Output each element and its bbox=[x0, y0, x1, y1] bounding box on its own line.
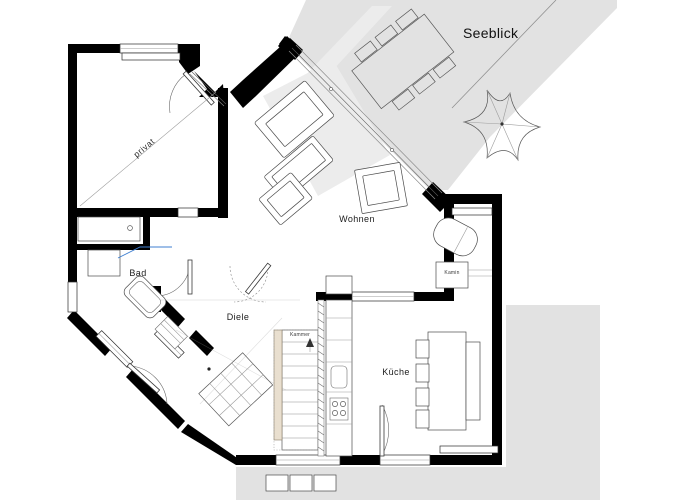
door-privat-bath bbox=[177, 207, 199, 218]
door-leaf-kitchen bbox=[379, 405, 385, 457]
room-label-bad: Bad bbox=[129, 268, 146, 278]
door-leaf-bath bbox=[187, 259, 193, 295]
terrace-right bbox=[506, 305, 600, 467]
bath-vanity bbox=[77, 216, 141, 242]
living-room-furniture: Kamin bbox=[254, 80, 492, 289]
wall-left-upper bbox=[68, 44, 77, 216]
outdoor-chair-1 bbox=[354, 40, 378, 63]
door-swing-lower-left bbox=[129, 365, 168, 405]
wall-kitchen-left bbox=[316, 292, 321, 300]
window-bath-left bbox=[67, 281, 78, 313]
wall-bottom-c bbox=[430, 455, 502, 465]
door-dash-diele-2 bbox=[233, 267, 269, 303]
bath-toilet-marker bbox=[127, 225, 133, 231]
wall-bottom-b bbox=[340, 455, 380, 465]
kitchen-chair-3 bbox=[415, 387, 430, 407]
room-label-wohnen: Wohnen bbox=[339, 214, 375, 224]
wall-diag-lower-left-2 bbox=[126, 369, 185, 429]
garden-parasol-icon bbox=[462, 89, 542, 162]
outdoor-table bbox=[351, 13, 455, 110]
kitchen-chair-1 bbox=[415, 339, 430, 359]
room-label-diele: Diele bbox=[227, 312, 250, 322]
openings bbox=[67, 43, 499, 466]
door-swing-bath bbox=[156, 261, 191, 297]
wall-corner-privat bbox=[179, 44, 200, 74]
kitchen-table bbox=[427, 331, 467, 431]
seeblick-leader-line bbox=[451, 0, 557, 109]
step-3 bbox=[313, 474, 337, 492]
wall-privat-bottom-2 bbox=[196, 208, 228, 217]
wall-diag-privat-living bbox=[194, 71, 224, 97]
wall-bath-interior-v bbox=[143, 216, 150, 250]
outdoor-chair-4 bbox=[391, 88, 416, 111]
coffee-table-top bbox=[362, 170, 400, 206]
step-1 bbox=[265, 474, 289, 492]
door-leaf-lower-left bbox=[126, 362, 161, 394]
armchair-living-seat bbox=[267, 180, 305, 217]
glass-wall-living bbox=[288, 44, 443, 200]
kitchen-bench bbox=[465, 341, 481, 421]
wall-living-right-top bbox=[444, 194, 492, 204]
kitchen-furniture: Küche bbox=[317, 275, 481, 457]
stair-treads bbox=[282, 341, 318, 439]
stair-winders bbox=[198, 352, 274, 427]
kitchen-chair-4 bbox=[415, 409, 430, 429]
kitchen-wall-cabinet bbox=[325, 275, 353, 295]
wall-diag-lower-left-3 bbox=[181, 424, 243, 465]
wall-diag-lower-left bbox=[67, 310, 112, 356]
stair-stringer bbox=[273, 329, 283, 441]
kitchen-sink bbox=[330, 365, 348, 389]
kitchen-party-wall bbox=[317, 299, 325, 457]
room-label-privat: privat bbox=[132, 136, 157, 159]
outdoor-chair-6 bbox=[432, 56, 457, 79]
room-label-kueche: Küche bbox=[382, 367, 410, 377]
wall-left-lower bbox=[68, 216, 77, 312]
bath-washbasin bbox=[87, 249, 121, 277]
terrace-upper bbox=[286, 0, 617, 190]
window-kamin bbox=[451, 207, 493, 216]
wall-nib-glass-top bbox=[279, 36, 302, 60]
staircase: Kammer bbox=[198, 329, 319, 451]
kitchen-cooktop bbox=[329, 397, 349, 421]
wall-bottom-a bbox=[236, 455, 276, 465]
wall-right-exterior bbox=[492, 194, 502, 462]
door-leaf-diele bbox=[244, 262, 272, 295]
glass-wall-privat bbox=[189, 71, 227, 107]
seeblick-annotation: Seeblick bbox=[451, 0, 557, 109]
lounge-chair bbox=[433, 217, 478, 257]
shower-tray bbox=[154, 316, 188, 350]
water-supply-line bbox=[117, 246, 172, 259]
bathtub-inner bbox=[129, 281, 161, 313]
fireplace-block bbox=[435, 261, 469, 289]
window-privat-top-sill bbox=[121, 52, 181, 61]
sofa-1-cushion bbox=[265, 91, 324, 147]
entrance-steps bbox=[265, 474, 337, 492]
door-swing-privat bbox=[169, 73, 187, 114]
wall-living-top bbox=[230, 38, 303, 108]
kitchen-chair-2 bbox=[415, 363, 430, 383]
room-label-kamin: Kamin bbox=[444, 270, 459, 276]
wall-bath-interior-h bbox=[77, 244, 149, 250]
privat-room-marker: privat bbox=[79, 91, 217, 207]
outdoor-chair-3 bbox=[395, 8, 419, 31]
wall-privat-living bbox=[218, 88, 228, 218]
stair-up-arrow-icon bbox=[306, 338, 314, 347]
door-leaf-privat bbox=[182, 70, 215, 106]
outdoor-dining-set bbox=[351, 8, 457, 111]
wall-privat-bottom bbox=[68, 208, 178, 217]
outdoor-chair-2 bbox=[374, 24, 399, 47]
step-2 bbox=[289, 474, 313, 492]
room-label-kammer: Kammer bbox=[290, 332, 310, 338]
outdoor-chair-5 bbox=[412, 72, 436, 95]
door-dash-diele-1 bbox=[229, 265, 267, 303]
window-kitchen-right bbox=[439, 445, 499, 454]
annotation-seeblick: Seeblick bbox=[463, 25, 519, 41]
bathroom-fixtures: Bad bbox=[77, 216, 188, 350]
wall-diag-bath-diele-2 bbox=[189, 330, 214, 356]
stair-newel-post bbox=[207, 367, 211, 371]
